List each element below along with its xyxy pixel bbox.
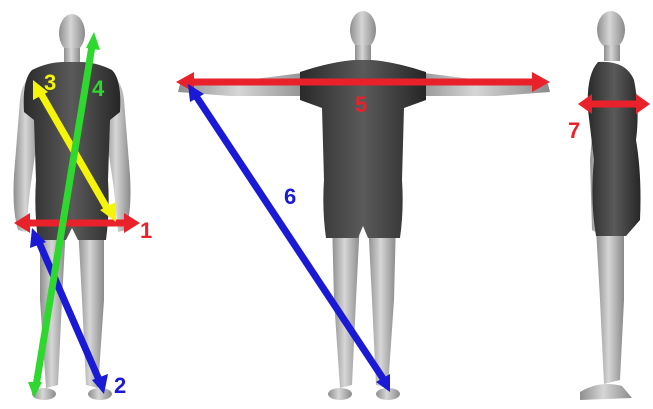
front-figure-t-pose (178, 11, 550, 400)
side-figure (580, 11, 641, 400)
measurement-5-label: 5 (355, 92, 367, 117)
measurement-1-label: 1 (140, 218, 152, 243)
measurement-7-label: 7 (568, 118, 580, 143)
measurement-4-label: 4 (92, 76, 105, 101)
measurement-2-label: 2 (114, 373, 126, 398)
measurement-6-label: 6 (284, 184, 296, 209)
measurement-3-label: 3 (44, 70, 56, 95)
